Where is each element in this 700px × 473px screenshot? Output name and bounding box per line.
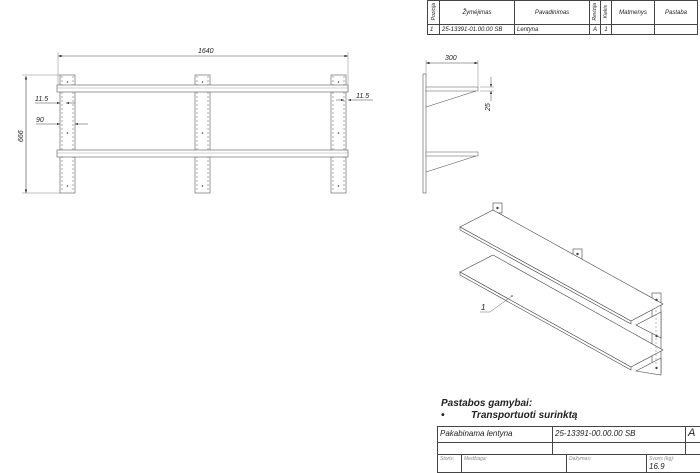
header-name: Pavadinimas — [514, 0, 590, 25]
header-dimensions: Matmenys — [611, 0, 655, 25]
dim-depth: 300 — [445, 55, 457, 62]
cell-position: 1 — [427, 24, 440, 35]
manufacturing-notes: Pastabos gamybai: • Transportuoti surinkt… — [441, 398, 578, 422]
dim-thickness: 25 — [485, 103, 492, 112]
weight-value: 16.9 — [649, 462, 665, 471]
cell-note — [654, 24, 698, 35]
cell-quantity: 1 — [600, 24, 612, 35]
cell-dimensions — [611, 24, 655, 35]
callout-1: 1 — [481, 303, 485, 312]
dim-height: 666 — [18, 130, 25, 142]
isometric-view: 1 — [459, 202, 664, 376]
header-quantity: Kiekis — [603, 4, 609, 19]
drawing-number: 25-13391-00.00.00 SB — [553, 427, 686, 443]
part-name: Pakabinama lentyna — [438, 427, 553, 443]
dim-width: 1640 — [198, 48, 214, 55]
title-block: Pakabinama lentyna 25-13391-00.00.00 SB … — [437, 426, 700, 473]
side-view: 300 25 — [422, 55, 494, 194]
cell-designation: 25-13391-01.00.00 SB — [439, 24, 515, 35]
material-label: Medžiaga: — [462, 455, 567, 473]
dim-right-offset: 11.5 — [356, 93, 369, 100]
dim-left-offset: 11.5 — [35, 96, 48, 103]
title-block-spacer — [553, 443, 686, 455]
parts-table: Pozicija Žymėjimas Pavadinimas Revizija … — [427, 0, 698, 35]
parts-table-header: Pozicija Žymėjimas Pavadinimas Revizija … — [427, 0, 698, 25]
header-position: Pozicija — [430, 2, 437, 21]
weight-cell: Svoris (kg): 16.9 — [647, 455, 700, 473]
notes-title: Pastabos gamybai: — [441, 398, 533, 409]
cell-revision: A — [589, 24, 601, 35]
note-item: Transportuoti surinktą — [471, 410, 578, 421]
weight-label: Svoris (kg): — [649, 456, 675, 462]
header-note: Pastaba — [654, 0, 698, 25]
table-row: 1 25-13391-01.00.00 SB Lentyna A 1 — [427, 24, 698, 35]
title-block-spacer — [438, 443, 553, 455]
header-revision: Revizija — [592, 2, 598, 21]
cell-name: Lentyna — [514, 24, 590, 35]
front-view: 1640 666 11.5 90 11.5 — [18, 48, 373, 194]
dim-bracket-width: 90 — [36, 117, 44, 124]
thickness-label: Storis: — [438, 455, 462, 473]
header-designation: Žymėjimas — [439, 0, 515, 25]
bullet: • — [441, 410, 445, 421]
painting-label: Dažymas: — [567, 455, 647, 473]
title-block-spacer — [686, 443, 700, 455]
revision: A — [686, 427, 700, 443]
